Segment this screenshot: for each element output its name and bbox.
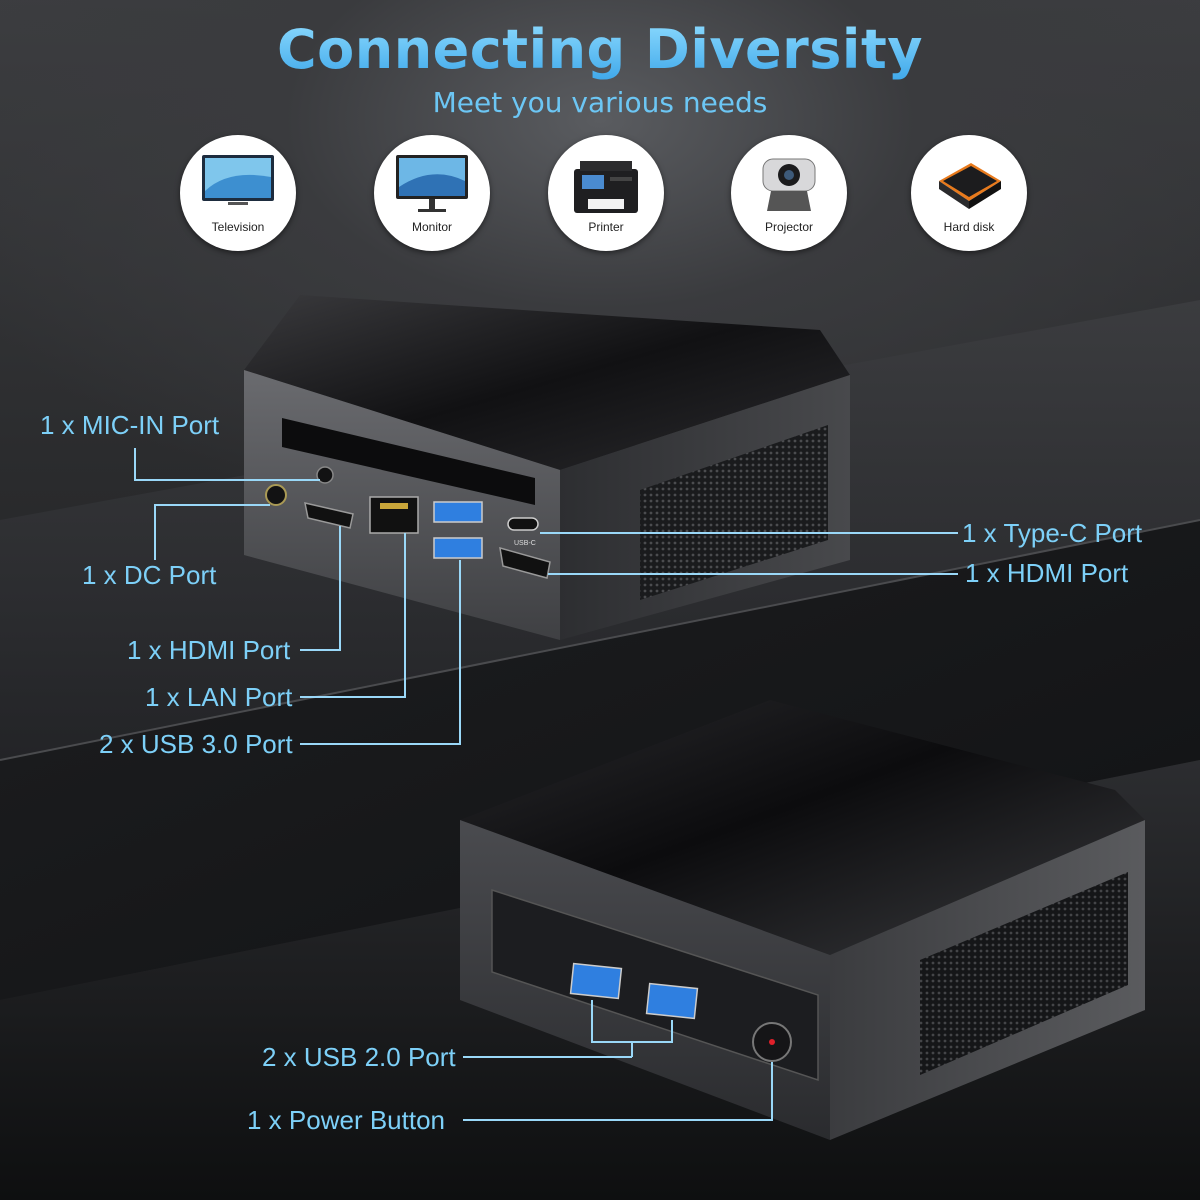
device-label: Television	[211, 220, 265, 234]
device-label: Projector	[764, 220, 814, 234]
printer-icon	[574, 161, 638, 213]
label-power-button: 1 x Power Button	[247, 1105, 445, 1135]
label-lan-port: 1 x LAN Port	[145, 682, 293, 712]
label-hdmi-port-left: 1 x HDMI Port	[127, 635, 291, 665]
device-projector: Projector	[731, 135, 847, 251]
label-type-c-port: 1 x Type-C Port	[962, 518, 1143, 548]
usb2-port-1	[569, 962, 623, 1000]
label-dc-port: 1 x DC Port	[82, 560, 217, 590]
device-hard-disk: Hard disk	[911, 135, 1027, 251]
label-usb2-port: 2 x USB 2.0 Port	[262, 1042, 456, 1072]
device-label: Printer	[588, 220, 624, 234]
usb2-port-2	[645, 982, 699, 1020]
projector-icon	[762, 158, 816, 211]
label-hdmi-port-right: 1 x HDMI Port	[965, 558, 1129, 588]
mic-in-port	[316, 466, 334, 484]
page-subtitle: Meet you various needs	[432, 86, 768, 119]
lan-port	[369, 496, 419, 534]
usb3-port-1	[433, 501, 483, 523]
hdmi-port-left	[304, 502, 354, 529]
device-monitor: Monitor	[374, 135, 490, 251]
device-television: Television	[180, 135, 296, 251]
type-c-port	[507, 517, 539, 531]
hdmi-port-right	[499, 546, 551, 579]
page-title: Connecting Diversity	[0, 18, 1200, 81]
usb-c-marking: USB-C	[514, 540, 536, 547]
television-icon	[202, 155, 274, 205]
dc-port	[265, 484, 287, 506]
hard-disk-icon	[939, 163, 1001, 209]
label-usb3-port: 2 x USB 3.0 Port	[99, 729, 293, 759]
power-led-icon	[769, 1039, 775, 1045]
label-mic-in-port: 1 x MIC-IN Port	[40, 410, 220, 440]
device-label: Monitor	[411, 220, 452, 234]
usb3-port-2	[433, 537, 483, 559]
device-printer: Printer	[548, 135, 664, 251]
monitor-icon	[396, 155, 468, 212]
device-label: Hard disk	[943, 220, 995, 234]
compatible-devices: Television Monitor Printer Projector	[0, 135, 1200, 251]
